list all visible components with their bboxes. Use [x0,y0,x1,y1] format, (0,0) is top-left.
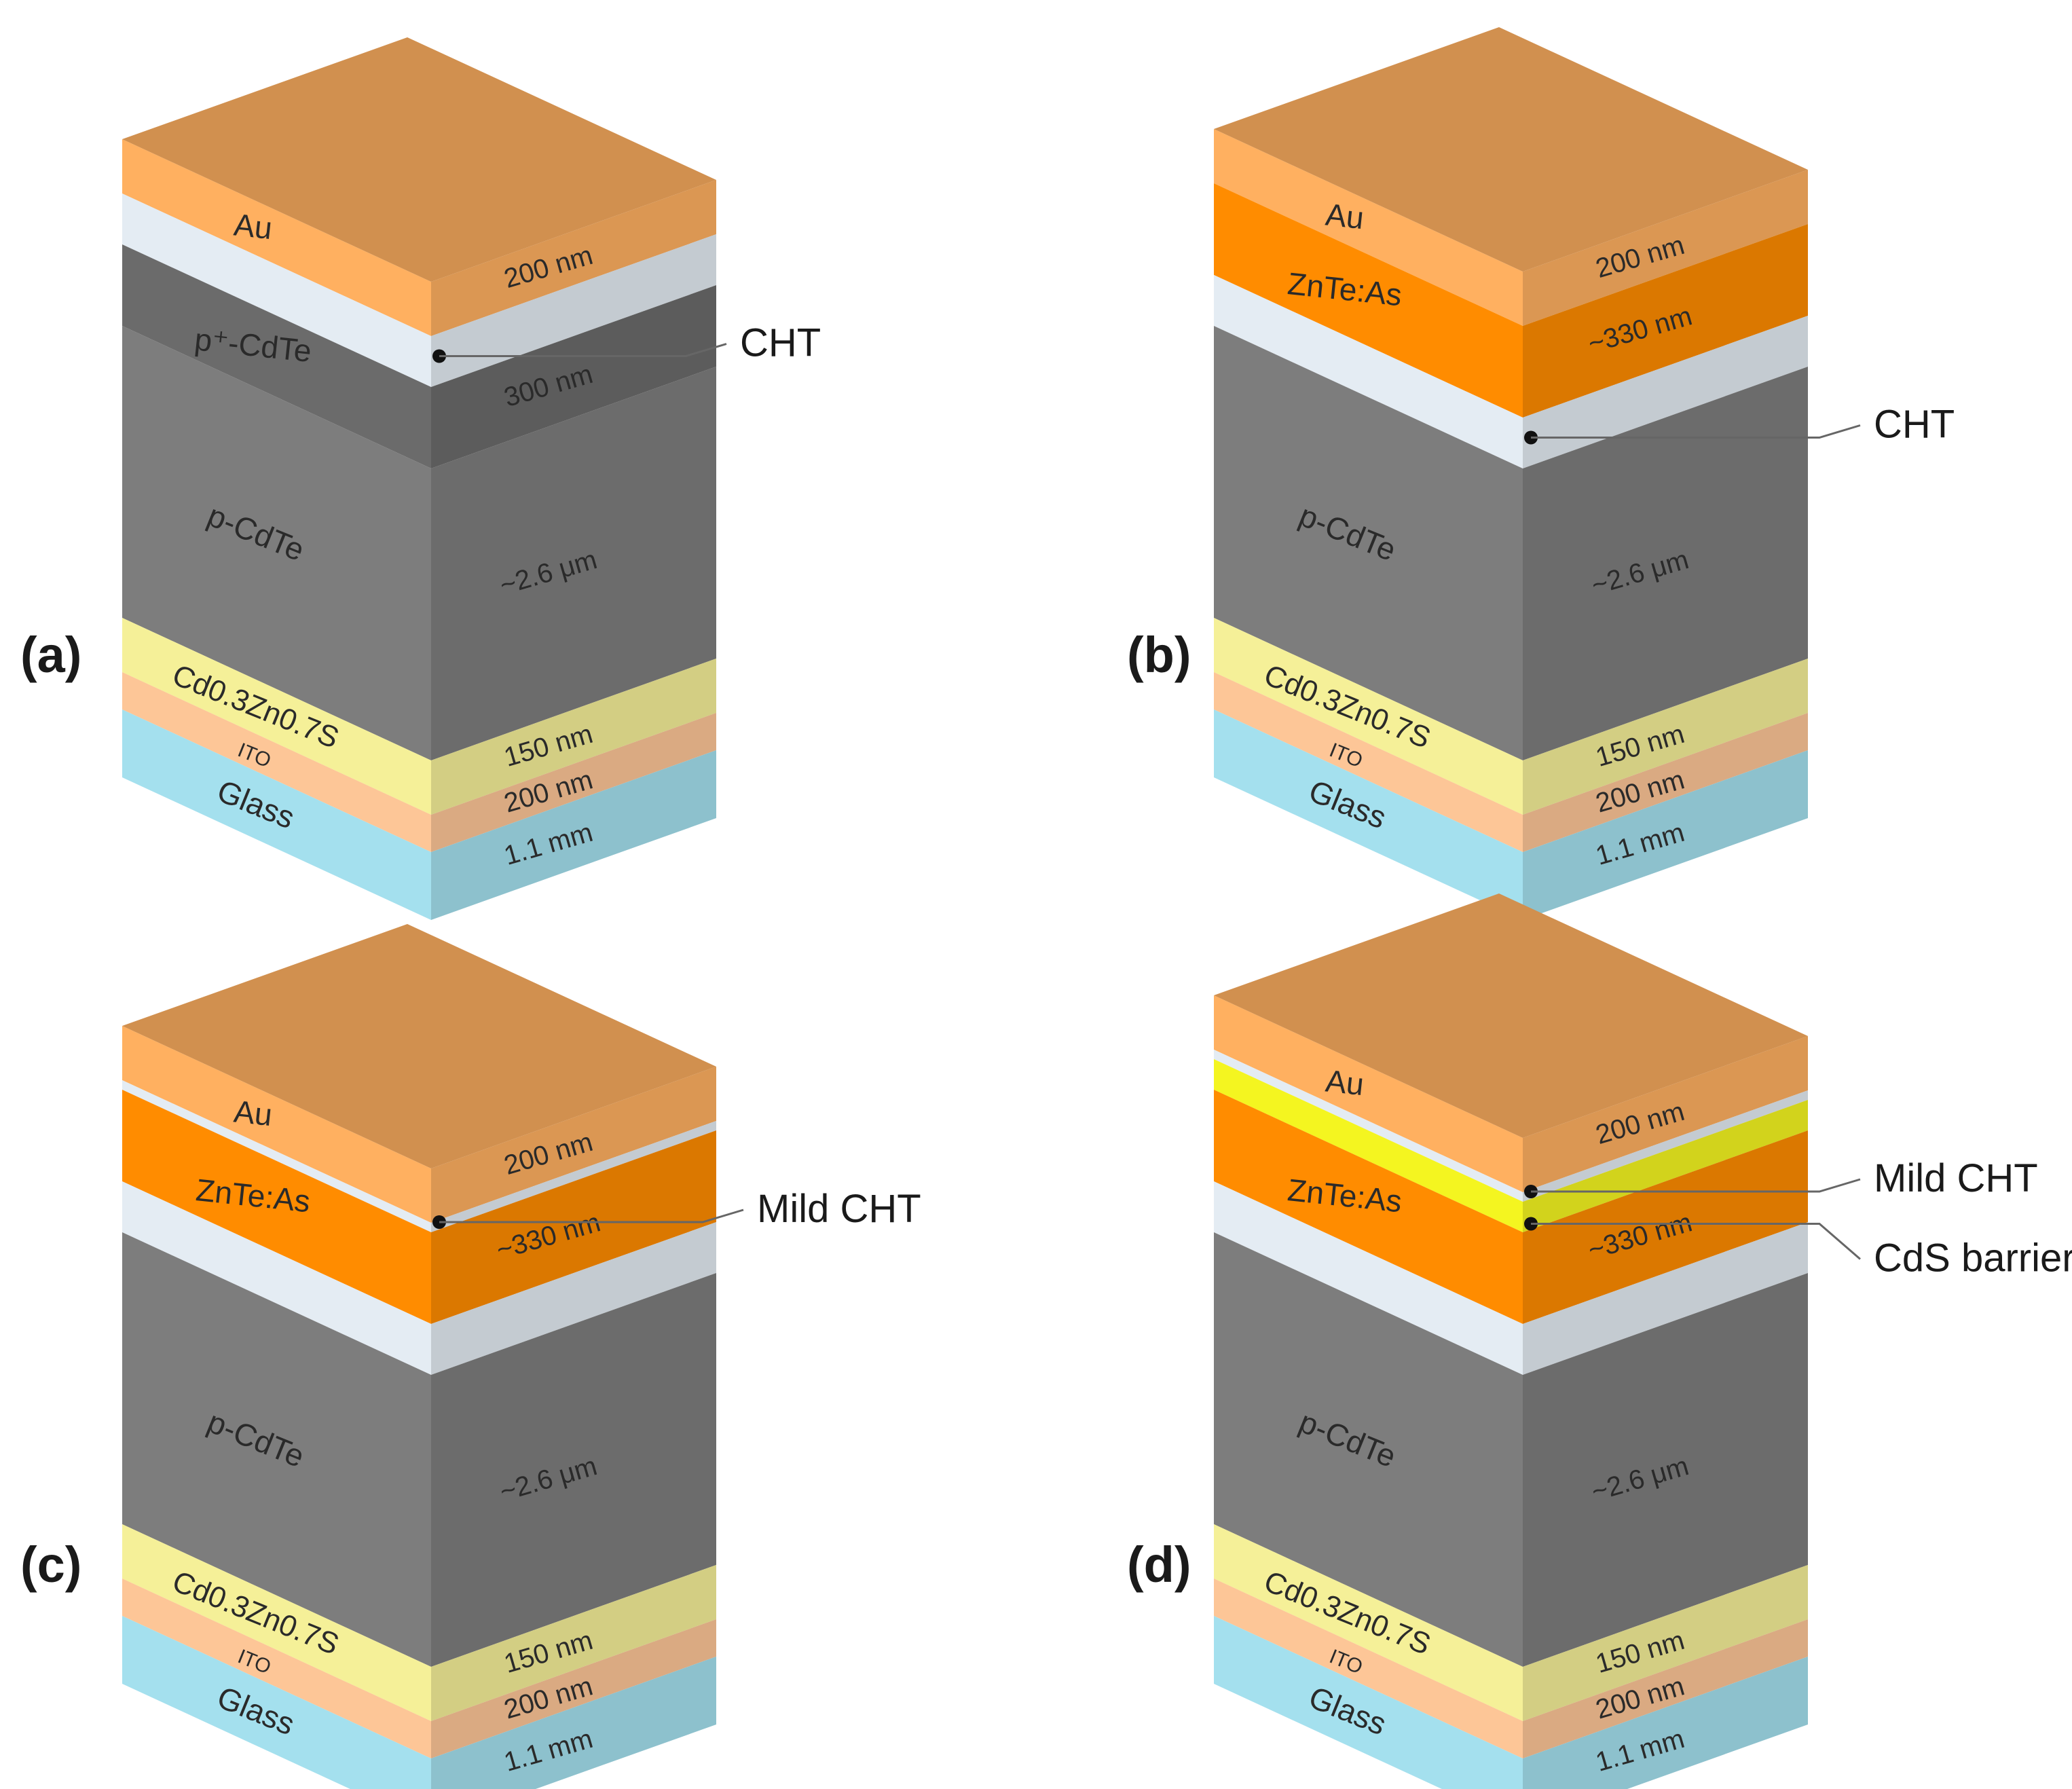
layer-front-ito [1214,672,1523,852]
layer-side-p_plus [431,285,716,468]
layer-front-czs [122,1524,431,1721]
layer-front-znte [122,1090,431,1324]
layer-side-cht [1523,316,1808,468]
layer-side-znte [431,1130,716,1324]
callout-label: Mild CHT [1874,1156,2038,1200]
layer-front-ito [122,1579,431,1758]
callout-label: Mild CHT [757,1187,921,1231]
layer-name-label: Au [1324,196,1365,236]
au-top-face [1214,893,1808,1138]
layer-front-czs [122,618,431,815]
layer-name-label: Au [1324,1063,1365,1102]
callout-label: CHT [740,321,821,365]
layer-side-au [431,1067,716,1223]
layer-side-cht [1523,1222,1808,1375]
layer-front-cht [122,193,431,387]
callout-label: CHT [1874,403,1955,447]
au-top-face [122,924,716,1168]
au-top-face [122,37,716,282]
layer-side-czs [1523,1565,1808,1721]
layer-front-au [122,139,431,336]
callout-leader [1531,1223,1861,1260]
layer-side-cht [1523,1090,1808,1202]
layer-front-p_cdte [1214,1232,1523,1667]
layer-side-glass [431,1657,716,1789]
layer-front-cht [122,1080,431,1232]
layer-front-au [1214,995,1523,1192]
layer-name-label: Au [232,206,274,246]
layer-front-cds [1214,1059,1523,1232]
layer-side-ito [1523,1619,1808,1758]
layer-side-czs [1523,659,1808,815]
callout-label: CdS barrier [1874,1236,2072,1280]
layer-side-cht [431,1222,716,1375]
layer-front-cht [1214,1050,1523,1202]
callout-leader [439,343,727,357]
layer-side-znte [1523,224,1808,418]
layer-front-czs [1214,1524,1523,1721]
layer-side-glass [431,750,716,920]
layer-side-p_cdte [1523,367,1808,760]
layer-side-au [1523,170,1808,326]
layer-side-p_cdte [431,367,716,760]
layer-side-glass [1523,1657,1808,1789]
layer-name-label: Au [232,1093,274,1132]
callout-leader [1531,1178,1861,1193]
layer-front-p_cdte [122,1232,431,1667]
layer-side-znte [1523,1130,1808,1324]
layer-side-au [1523,1036,1808,1192]
layer-front-au [1214,129,1523,326]
layer-side-ito [431,713,716,852]
callout-leader [1531,424,1861,439]
layer-front-cht [122,1181,431,1375]
layer-front-czs [1214,618,1523,815]
layer-front-glass [1214,709,1523,920]
layer-front-glass [122,1616,431,1789]
layer-side-cds [1523,1100,1808,1232]
layer-side-p_cdte [1523,1273,1808,1667]
layer-side-cht [431,1121,716,1232]
layer-front-znte [1214,1090,1523,1324]
layer-front-glass [1214,1616,1523,1789]
layer-side-p_cdte [431,1273,716,1667]
layer-side-ito [431,1619,716,1758]
layer-front-cht [1214,1181,1523,1375]
layer-front-p_cdte [122,326,431,760]
layer-front-cht [1214,275,1523,468]
layer-side-cht [431,234,716,387]
au-top-face [1214,27,1808,272]
layer-front-ito [1214,1579,1523,1758]
callout-leader [439,1209,744,1223]
layer-front-znte [1214,183,1523,418]
layer-side-ito [1523,713,1808,852]
layer-front-glass [122,709,431,920]
layer-front-p_plus [122,244,431,468]
layer-side-au [431,180,716,336]
panel-letter: (b) [1127,627,1191,683]
panel-letter: (c) [20,1536,81,1593]
layer-side-czs [431,1565,716,1721]
panel-letter: (a) [20,627,81,683]
layer-front-p_cdte [1214,326,1523,760]
panel-letter: (d) [1127,1536,1191,1593]
layer-front-au [122,1026,431,1223]
layer-front-ito [122,672,431,852]
layer-side-czs [431,659,716,815]
layer-side-glass [1523,750,1808,920]
